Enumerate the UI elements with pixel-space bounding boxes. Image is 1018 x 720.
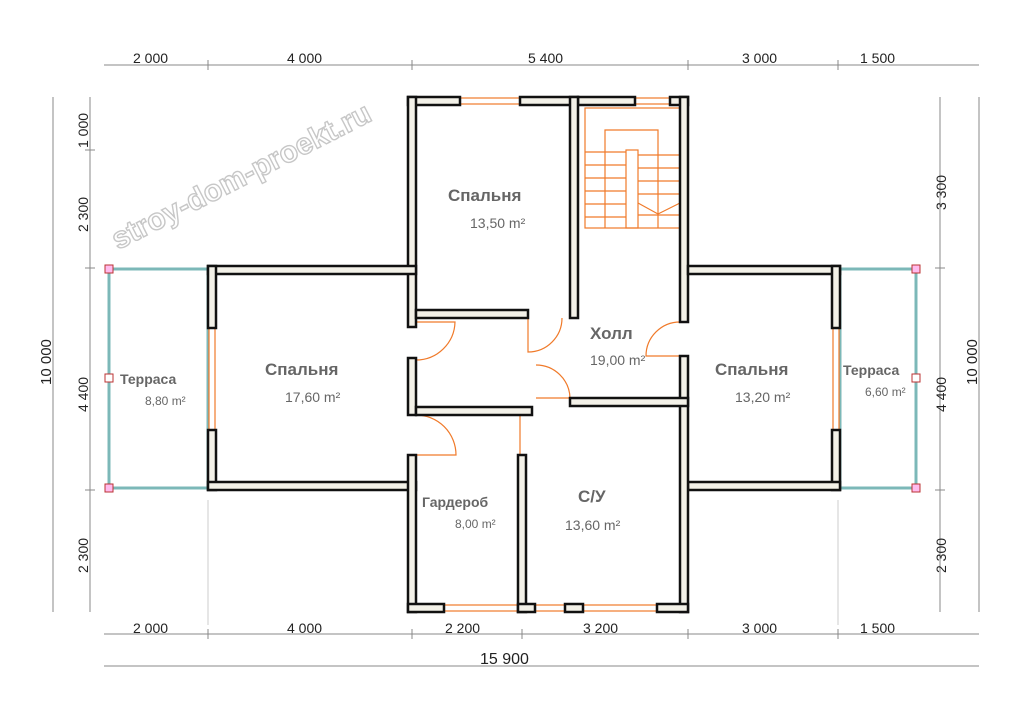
svg-text:Терраса: Терраса	[843, 362, 899, 378]
svg-text:8,80 m²: 8,80 m²	[145, 394, 186, 408]
svg-text:10 000: 10 000	[38, 339, 55, 385]
room-terrace-right: Терраса 6,60 m²	[843, 362, 906, 399]
svg-text:4 400: 4 400	[933, 377, 949, 412]
svg-text:10 000: 10 000	[964, 339, 981, 385]
room-bedroom-left: Спальня 17,60 m²	[265, 360, 341, 405]
room-terrace-left: Терраса 8,80 m²	[120, 371, 186, 408]
svg-text:8,00 m²: 8,00 m²	[455, 517, 496, 531]
svg-text:17,60 m²: 17,60 m²	[285, 389, 341, 405]
svg-text:13,50 m²: 13,50 m²	[470, 215, 526, 231]
svg-text:6,60 m²: 6,60 m²	[865, 385, 906, 399]
room-bedroom-right: Спальня 13,20 m²	[715, 360, 791, 405]
svg-text:1 000: 1 000	[75, 113, 91, 148]
svg-text:Терраса: Терраса	[120, 371, 176, 387]
watermark: stroy-dom-proekt.ru	[106, 97, 376, 257]
svg-text:13,60 m²: 13,60 m²	[565, 517, 621, 533]
room-hall: Холл 19,00 m²	[590, 324, 646, 368]
svg-text:2 300: 2 300	[75, 538, 91, 573]
svg-text:2 300: 2 300	[75, 197, 91, 232]
svg-text:2 000: 2 000	[133, 620, 168, 636]
svg-text:4 000: 4 000	[287, 50, 322, 66]
terrace-left	[104, 264, 210, 493]
room-bathroom: С/У 13,60 m²	[565, 487, 621, 533]
svg-text:5 400: 5 400	[528, 50, 563, 66]
svg-text:Холл: Холл	[590, 324, 633, 343]
svg-text:Спальня: Спальня	[448, 186, 521, 205]
dimension-labels: 2 000 4 000 5 400 3 000 1 500 2 000 4 00…	[38, 50, 981, 668]
svg-text:4 000: 4 000	[287, 620, 322, 636]
svg-text:2 000: 2 000	[133, 50, 168, 66]
staircase	[584, 107, 681, 229]
svg-text:3 200: 3 200	[583, 620, 618, 636]
svg-text:13,20 m²: 13,20 m²	[735, 389, 791, 405]
svg-text:3 000: 3 000	[742, 50, 777, 66]
svg-text:2 300: 2 300	[933, 538, 949, 573]
svg-text:1 500: 1 500	[860, 620, 895, 636]
doors	[415, 317, 681, 456]
svg-text:15 900: 15 900	[480, 651, 529, 668]
svg-text:2 200: 2 200	[445, 620, 480, 636]
svg-text:С/У: С/У	[578, 487, 606, 506]
room-bedroom-upper: Спальня 13,50 m²	[448, 186, 526, 231]
svg-text:Спальня: Спальня	[715, 360, 788, 379]
terrace-right	[838, 264, 921, 493]
svg-text:19,00 m²: 19,00 m²	[590, 352, 646, 368]
svg-text:1 500: 1 500	[860, 50, 895, 66]
walls	[206, 95, 842, 614]
svg-text:4 400: 4 400	[75, 377, 91, 412]
svg-text:3 300: 3 300	[933, 175, 949, 210]
svg-text:Гардероб: Гардероб	[422, 494, 489, 510]
room-wardrobe: Гардероб 8,00 m²	[422, 494, 496, 531]
svg-text:3 000: 3 000	[742, 620, 777, 636]
dimension-lines	[52, 60, 980, 667]
svg-text:Спальня: Спальня	[265, 360, 338, 379]
